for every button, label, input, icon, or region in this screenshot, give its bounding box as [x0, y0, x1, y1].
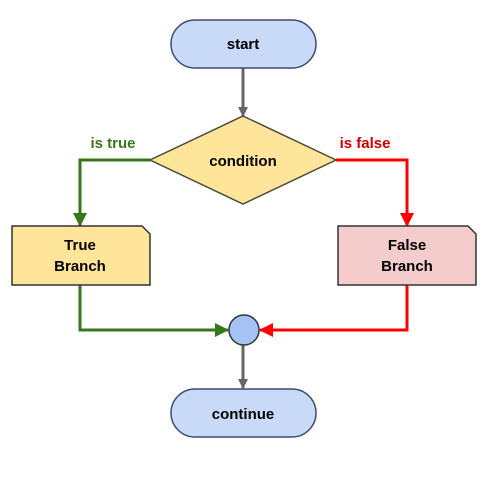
false-branch-node-shape	[337, 225, 477, 286]
condition-node-label: condition	[209, 153, 277, 170]
start-node-label: start	[227, 36, 260, 53]
merge-node	[228, 314, 260, 346]
start-node-shape	[170, 19, 317, 69]
edge-label-is-false: is false	[340, 135, 391, 152]
edge-condition-to-false-branch	[336, 158, 414, 227]
start-node: start	[170, 19, 317, 69]
condition-node-shape	[148, 115, 338, 205]
true-branch-node: True Branch	[11, 225, 151, 286]
true-branch-node-label-line1: True	[64, 237, 96, 254]
continue-node-shape	[170, 388, 317, 438]
edge-condition-to-true-branch	[73, 158, 150, 227]
true-branch-node-shape	[11, 225, 151, 286]
edge-true-branch-to-merge	[78, 285, 229, 337]
edge-false-branch-to-merge	[259, 285, 409, 337]
false-branch-node-label-line2: Branch	[381, 258, 433, 275]
continue-node-label: continue	[212, 406, 275, 423]
true-branch-node-label-line2: Branch	[54, 258, 106, 275]
false-branch-node: False Branch	[337, 225, 477, 286]
false-branch-node-label-line1: False	[388, 237, 426, 254]
condition-node: condition	[148, 115, 338, 205]
continue-node: continue	[170, 388, 317, 438]
edge-label-is-true: is true	[90, 135, 135, 152]
